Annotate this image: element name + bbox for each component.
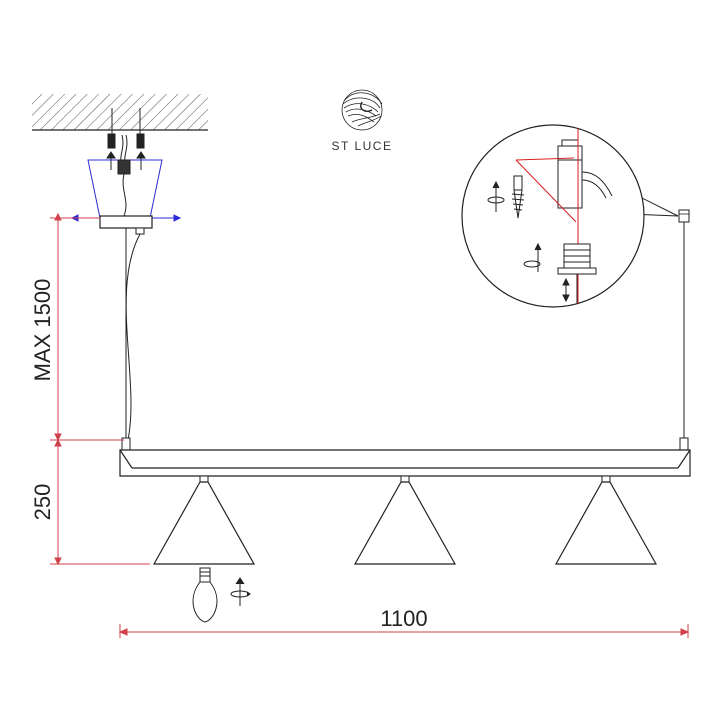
lamp-shade xyxy=(554,475,658,565)
detail-callout xyxy=(461,124,679,308)
right-cable-anchor xyxy=(678,209,690,223)
bulb-icon xyxy=(192,567,218,623)
lamp-shade xyxy=(152,475,256,565)
rotate-up-arrow-icon xyxy=(487,180,505,212)
adjust-up-down-arrow-icon xyxy=(562,277,570,303)
ceiling-screws xyxy=(106,108,146,170)
wire-connector xyxy=(117,134,131,217)
cable-grips xyxy=(121,437,689,451)
shades-group xyxy=(152,475,658,565)
dimension-width xyxy=(118,624,690,638)
ceiling xyxy=(32,94,208,131)
lamp-bar xyxy=(119,449,691,477)
detail-cut-lines xyxy=(515,125,579,307)
brand-name: ST LUCE xyxy=(332,139,393,153)
width-label: 1100 xyxy=(380,606,427,631)
max-height-label: MAX 1500 xyxy=(30,279,55,382)
rotate-up-arrow-icon xyxy=(523,242,542,272)
shade-height-label: 250 xyxy=(30,484,55,521)
st-luce-swirl-logo xyxy=(341,89,383,131)
rotate-up-arrow-icon xyxy=(230,577,251,606)
suspension-cables xyxy=(125,222,685,441)
detail-threaded-fitting xyxy=(557,243,597,307)
lamp-shade xyxy=(353,475,457,565)
dimension-height xyxy=(50,212,150,566)
screw-icon xyxy=(511,175,525,219)
